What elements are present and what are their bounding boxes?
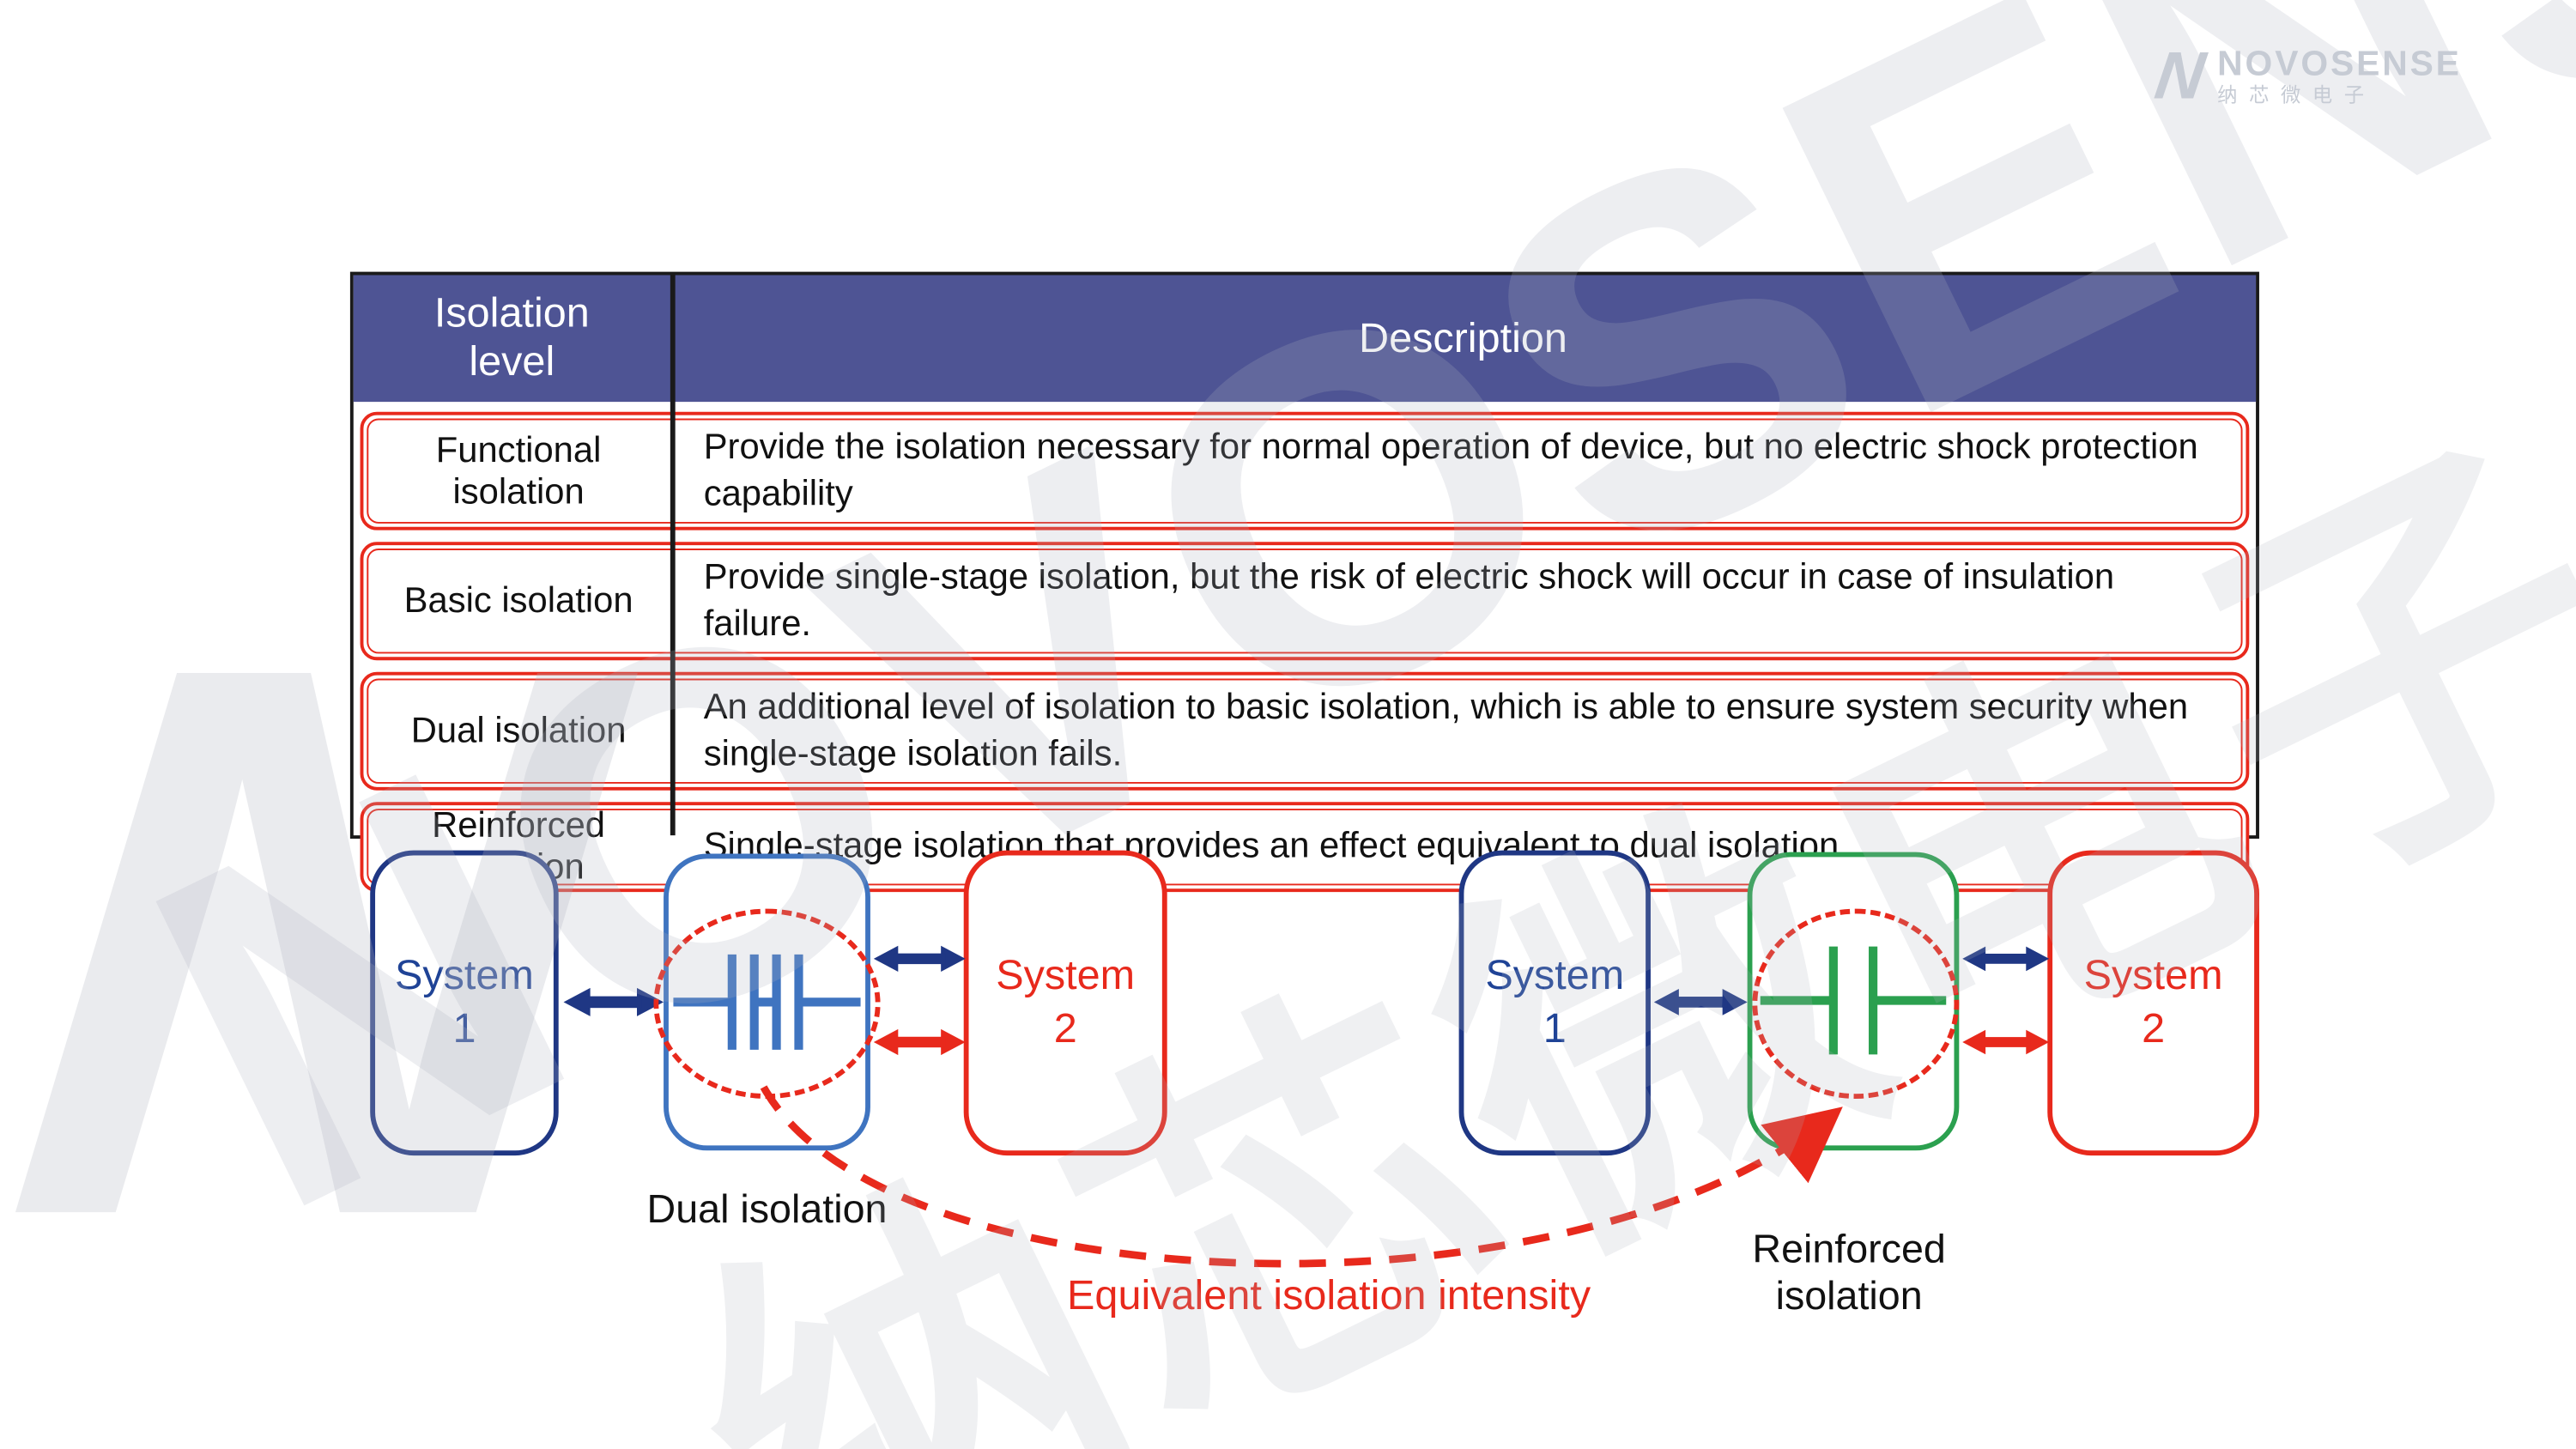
description-text: Provide single-stage isolation, but the … xyxy=(703,556,2115,643)
system1-box-dual: System 1 xyxy=(370,850,559,1156)
header-description: Description xyxy=(670,275,2256,402)
table-row: Reinforced isolation Single-stage isolat… xyxy=(360,802,2250,893)
double-arrow-icon xyxy=(1653,988,1748,1016)
double-arrow-icon xyxy=(873,1028,966,1056)
description-cell: An additional level of isolation to basi… xyxy=(674,676,2246,787)
table-header-row: Isolation level Description xyxy=(353,275,2257,403)
header-isolation-level-label: Isolation level xyxy=(433,289,590,385)
brand-text: NOVOSENSE 纳芯微电子 xyxy=(2217,45,2462,108)
header-isolation-level: Isolation level xyxy=(354,275,670,402)
isolation-table: Isolation level Description Functional i… xyxy=(349,271,2259,893)
description-cell: Provide single-stage isolation, but the … xyxy=(674,545,2246,657)
level-text: Functional isolation xyxy=(435,429,602,512)
isolation-level-cell: Functional isolation xyxy=(363,415,673,527)
system2-box-reinforced: System 2 xyxy=(2047,850,2259,1156)
system1-label: System 1 xyxy=(394,952,534,1052)
equivalence-annotation: Equivalent isolation intensity xyxy=(1067,1272,1591,1319)
level-text: Dual isolation xyxy=(410,710,627,751)
table-row: Functional isolation Provide the isolati… xyxy=(360,411,2250,530)
description-cell: Provide the isolation necessary for norm… xyxy=(674,415,2246,527)
level-text: Basic isolation xyxy=(403,580,633,621)
system2-box-dual: System 2 xyxy=(963,850,1167,1156)
reinforced-isolation-label: Reinforced isolation xyxy=(1752,1227,1946,1319)
novosense-logo-icon: N xyxy=(2150,39,2209,114)
brand-name: NOVOSENSE xyxy=(2217,45,2462,84)
brand-subname: 纳芯微电子 xyxy=(2217,83,2376,107)
description-text: Provide the isolation necessary for norm… xyxy=(703,427,2198,513)
equivalence-arrow-icon xyxy=(760,1085,1843,1268)
isolation-level-cell: Basic isolation xyxy=(363,545,673,657)
dual-isolation-label: Dual isolation xyxy=(646,1186,888,1233)
table-row: Basic isolation Provide single-stage iso… xyxy=(360,542,2250,661)
description-text: Single-stage isolation that provides an … xyxy=(703,826,1849,866)
system1-label: System 1 xyxy=(1485,952,1625,1052)
column-divider xyxy=(670,275,675,836)
description-cell: Single-stage isolation that provides an … xyxy=(674,805,2246,888)
double-arrow-icon xyxy=(563,987,664,1016)
system2-label: System 2 xyxy=(996,952,1136,1052)
header-description-label: Description xyxy=(1358,314,1567,361)
double-arrow-icon xyxy=(873,945,966,973)
table-body: Functional isolation Provide the isolati… xyxy=(354,402,2256,902)
table-row: Dual isolation An additional level of is… xyxy=(360,671,2250,791)
system1-box-reinforced: System 1 xyxy=(1458,850,1651,1156)
brand-logo: N NOVOSENSE 纳芯微电子 xyxy=(2151,40,2462,113)
dashed-ellipse-icon xyxy=(653,908,881,1100)
double-arrow-icon xyxy=(1962,946,2050,972)
system2-label: System 2 xyxy=(2083,952,2223,1052)
dashed-ellipse-icon xyxy=(1752,908,1960,1100)
isolation-level-cell: Dual isolation xyxy=(363,676,673,787)
double-arrow-icon xyxy=(1962,1029,2050,1055)
description-text: An additional level of isolation to basi… xyxy=(703,687,2189,773)
